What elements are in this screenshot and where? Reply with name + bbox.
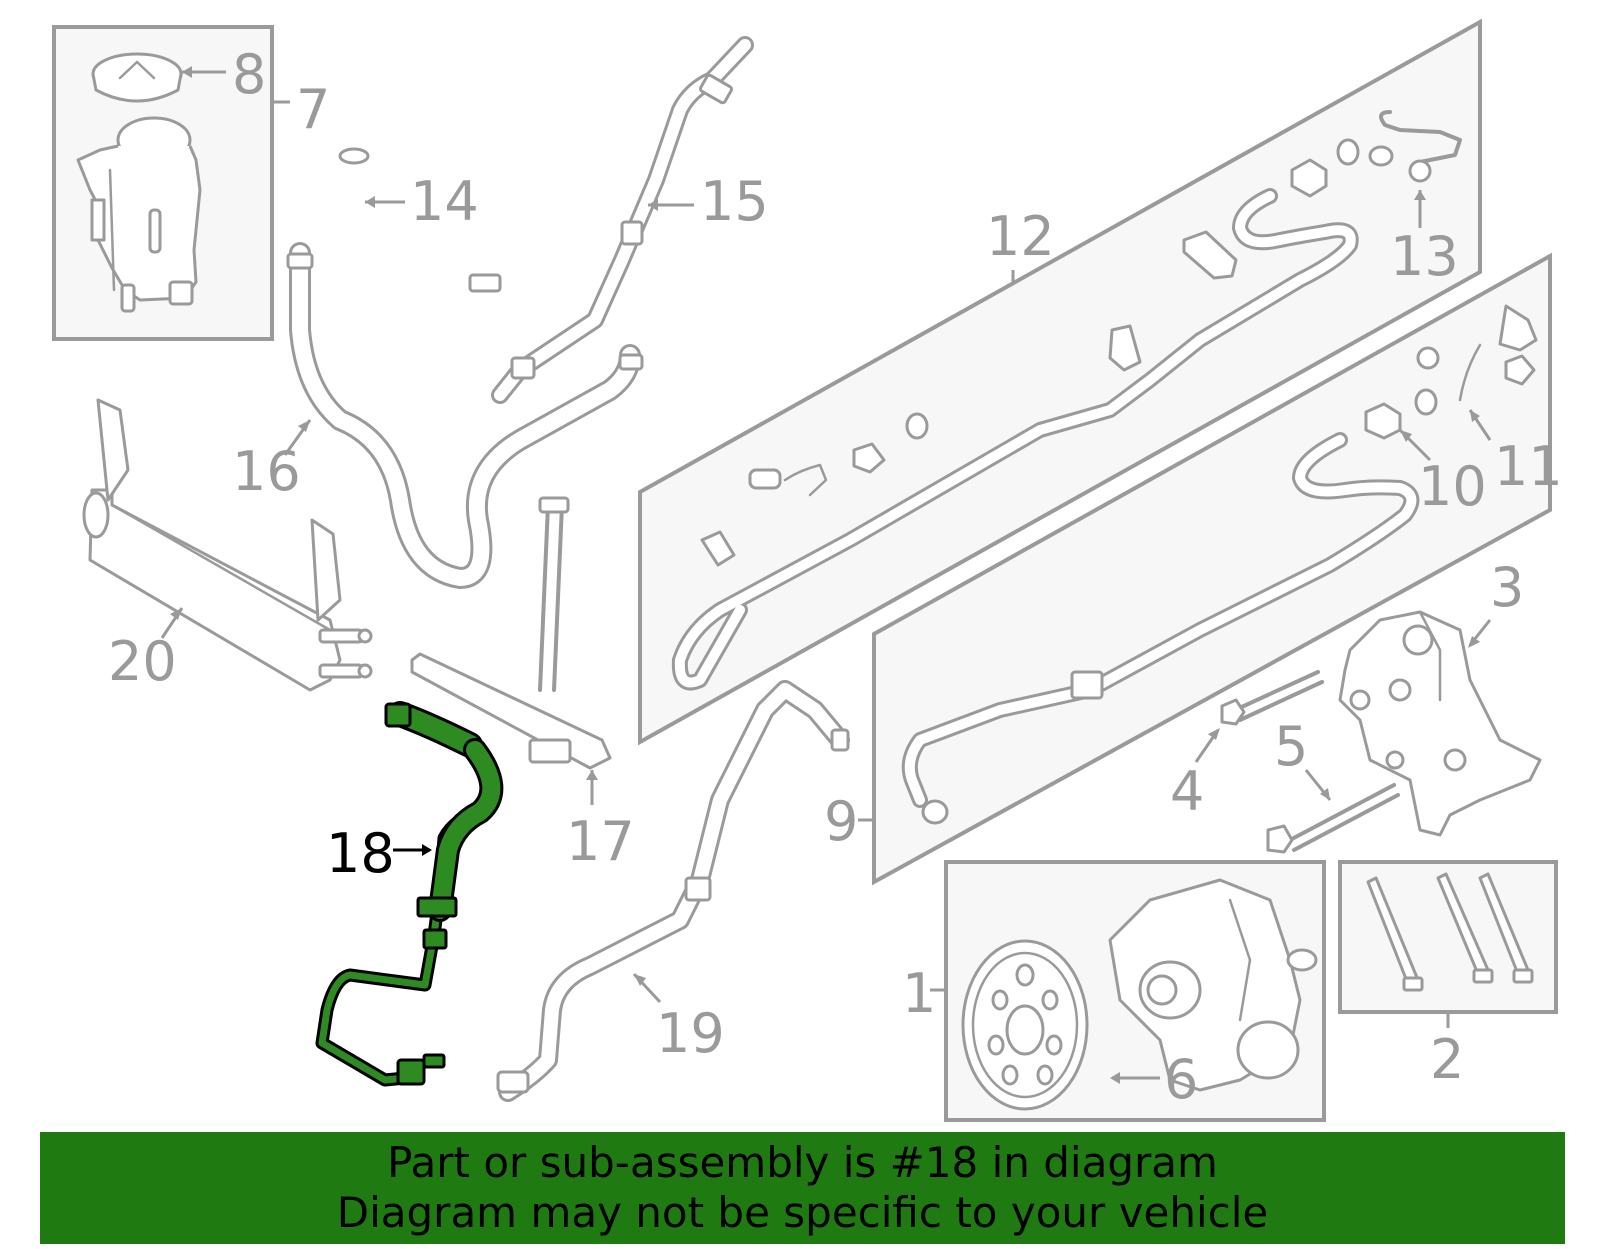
callout-17: 17 (566, 810, 635, 873)
callout-20: 20 (108, 630, 177, 693)
callout-1: 1 (902, 962, 936, 1025)
bolt-5[interactable]: 5 (1266, 715, 1400, 854)
bracket-3[interactable]: 3 (1338, 556, 1542, 837)
callout-18: 18 (326, 822, 395, 885)
reservoir-cap-8[interactable] (91, 52, 183, 103)
line-assembly-12[interactable]: 12 13 (638, 18, 1482, 746)
callout-2: 2 (1430, 1028, 1464, 1091)
callout-4: 4 (1170, 760, 1204, 823)
callout-8: 8 (232, 43, 266, 106)
callout-11: 11 (1494, 435, 1563, 498)
callout-7: 7 (296, 78, 330, 141)
callout-16: 16 (232, 440, 301, 503)
callout-15: 15 (700, 170, 769, 233)
banner-line-2: Diagram may not be specific to your vehi… (336, 1188, 1269, 1237)
callout-9: 9 (824, 790, 858, 853)
cooler-20[interactable]: 20 (82, 398, 373, 693)
line-assembly-9[interactable]: 10 11 9 (824, 252, 1563, 886)
pulley-6[interactable] (961, 939, 1089, 1111)
pump-group-1[interactable]: 1 6 (902, 860, 1326, 1122)
tube-17[interactable]: 17 (410, 496, 635, 873)
reservoir-body[interactable] (76, 116, 202, 313)
hose-14[interactable]: 14 (338, 147, 504, 351)
bolt-4[interactable]: 4 (1170, 670, 1324, 823)
callout-13: 13 (1390, 225, 1459, 288)
callout-19: 19 (656, 1002, 725, 1065)
hose-19[interactable]: 19 (496, 680, 850, 1102)
callout-3: 3 (1490, 556, 1524, 619)
pump-body[interactable] (1108, 878, 1318, 1092)
banner-line-1: Part or sub-assembly is #18 in diagram (387, 1138, 1218, 1187)
callout-10: 10 (1418, 455, 1487, 518)
notice-banner: Part or sub-assembly is #18 in diagram D… (40, 1132, 1565, 1244)
callout-14: 14 (410, 170, 479, 233)
reservoir-group-7[interactable]: 8 7 (52, 25, 330, 341)
pressure-line-18[interactable]: 18 (315, 701, 504, 1087)
callout-5: 5 (1274, 715, 1308, 778)
callout-6: 6 (1164, 1048, 1198, 1111)
bolt-group-2[interactable]: 2 (1338, 860, 1558, 1091)
hose-15[interactable]: 15 (491, 36, 769, 404)
hose-16[interactable]: 16 (232, 242, 644, 589)
callout-12: 12 (986, 205, 1055, 268)
